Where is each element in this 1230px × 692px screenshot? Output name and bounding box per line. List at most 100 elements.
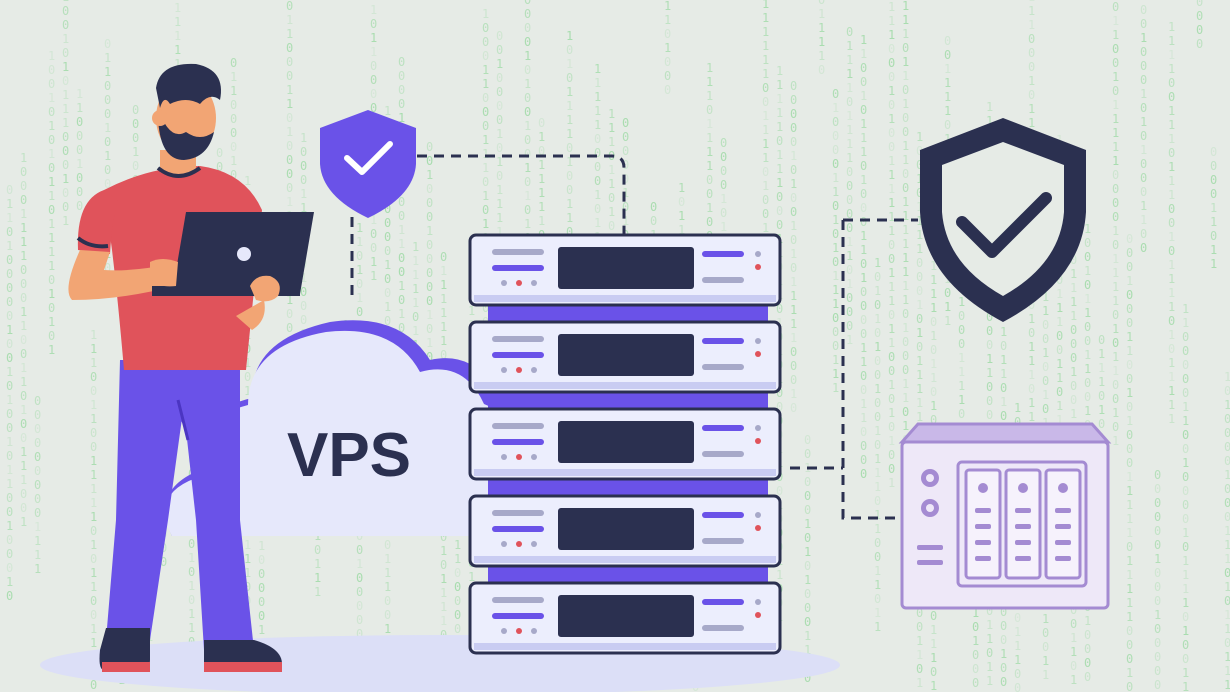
- matrix-glyph: 1: [90, 342, 97, 356]
- matrix-glyph: 0: [888, 56, 895, 70]
- matrix-glyph: 0: [440, 558, 447, 572]
- matrix-glyph: 0: [370, 59, 377, 73]
- person-illustration: [68, 63, 314, 672]
- matrix-glyph: 1: [916, 396, 923, 410]
- matrix-glyph: 1: [90, 636, 97, 650]
- matrix-glyph: 0: [916, 186, 923, 200]
- matrix-glyph: 1: [1014, 653, 1021, 667]
- matrix-glyph: 0: [258, 609, 265, 623]
- matrix-glyph: 1: [90, 482, 97, 496]
- matrix-glyph: 0: [776, 134, 783, 148]
- matrix-glyph: 0: [384, 286, 391, 300]
- matrix-glyph: 1: [888, 182, 895, 196]
- matrix-glyph: 1: [1056, 399, 1063, 413]
- matrix-glyph: 0: [398, 83, 405, 97]
- matrix-glyph: 1: [762, 25, 769, 39]
- matrix-glyph: 1: [48, 175, 55, 189]
- matrix-glyph: 0: [790, 107, 797, 121]
- matrix-glyph: 1: [20, 221, 27, 235]
- matrix-glyph: 0: [426, 196, 433, 210]
- matrix-glyph: 1: [916, 368, 923, 382]
- matrix-glyph: 1: [1210, 201, 1217, 215]
- matrix-glyph: 1: [1070, 673, 1077, 687]
- matrix-glyph: 0: [1182, 358, 1189, 372]
- matrix-glyph: 0: [972, 620, 979, 634]
- matrix-glyph: 1: [776, 92, 783, 106]
- matrix-glyph: 0: [440, 530, 447, 544]
- matrix-glyph: 1: [832, 101, 839, 115]
- matrix-glyph: 0: [874, 396, 881, 410]
- matrix-glyph: 1: [1224, 650, 1230, 664]
- matrix-glyph: 1: [524, 49, 531, 63]
- matrix-glyph: 1: [90, 328, 97, 342]
- matrix-glyph: 0: [76, 115, 83, 129]
- matrix-glyph: 1: [132, 145, 139, 159]
- matrix-glyph: 0: [258, 567, 265, 581]
- matrix-glyph: 1: [916, 354, 923, 368]
- matrix-glyph: 0: [916, 312, 923, 326]
- matrix-glyph: 0: [1126, 652, 1133, 666]
- matrix-glyph: 1: [930, 679, 937, 692]
- matrix-glyph: 1: [860, 47, 867, 61]
- matrix-glyph: 1: [370, 31, 377, 45]
- matrix-glyph: 1: [888, 280, 895, 294]
- matrix-glyph: 0: [1126, 456, 1133, 470]
- matrix-glyph: 0: [902, 167, 909, 181]
- matrix-glyph: 0: [6, 183, 13, 197]
- matrix-glyph: 1: [986, 114, 993, 128]
- matrix-glyph: 0: [790, 401, 797, 415]
- matrix-glyph: 1: [1182, 302, 1189, 316]
- matrix-glyph: 1: [244, 384, 251, 398]
- matrix-glyph: 0: [20, 417, 27, 431]
- matrix-glyph: 0: [6, 337, 13, 351]
- matrix-glyph: 0: [370, 17, 377, 31]
- security-shield-icon: [920, 118, 1086, 322]
- matrix-glyph: 0: [1224, 454, 1230, 468]
- matrix-glyph: 0: [496, 113, 503, 127]
- matrix-glyph: 1: [230, 70, 237, 84]
- matrix-glyph: 0: [286, 0, 293, 13]
- matrix-glyph: 1: [860, 145, 867, 159]
- matrix-glyph: 1: [1084, 222, 1091, 236]
- matrix-glyph: 1: [916, 410, 923, 424]
- matrix-glyph: 0: [1070, 323, 1077, 337]
- matrix-glyph: 0: [426, 322, 433, 336]
- matrix-glyph: 1: [244, 538, 251, 552]
- matrix-glyph: 0: [790, 345, 797, 359]
- matrix-glyph: 0: [790, 135, 797, 149]
- matrix-glyph: 0: [846, 263, 853, 277]
- matrix-glyph: 1: [1042, 388, 1049, 402]
- matrix-glyph: 0: [300, 299, 307, 313]
- matrix-glyph: 1: [90, 356, 97, 370]
- matrix-glyph: 1: [1210, 215, 1217, 229]
- matrix-glyph: 1: [608, 205, 615, 219]
- matrix-glyph: 1: [986, 352, 993, 366]
- matrix-glyph: 1: [1210, 257, 1217, 271]
- matrix-glyph: 1: [1182, 456, 1189, 470]
- matrix-glyph: 0: [34, 422, 41, 436]
- matrix-glyph: 0: [930, 315, 937, 329]
- matrix-glyph: 1: [300, 271, 307, 285]
- matrix-glyph: 1: [790, 275, 797, 289]
- matrix-glyph: 1: [496, 225, 503, 239]
- matrix-glyph: 1: [944, 76, 951, 90]
- matrix-glyph: 1: [1182, 666, 1189, 680]
- drive-bay: [964, 468, 1002, 580]
- matrix-glyph: 1: [1112, 252, 1119, 266]
- matrix-glyph: 1: [1112, 140, 1119, 154]
- matrix-glyph: 1: [790, 387, 797, 401]
- matrix-glyph: 1: [874, 382, 881, 396]
- matrix-glyph: 0: [384, 608, 391, 622]
- matrix-glyph: 1: [1112, 294, 1119, 308]
- matrix-glyph: 0: [1112, 56, 1119, 70]
- matrix-glyph: 0: [902, 335, 909, 349]
- matrix-glyph: 1: [888, 0, 895, 14]
- matrix-glyph: 0: [496, 29, 503, 43]
- matrix-glyph: 0: [888, 42, 895, 56]
- matrix-glyph: 1: [1112, 266, 1119, 280]
- matrix-glyph: 1: [664, 0, 671, 13]
- matrix-glyph: 0: [1000, 605, 1007, 619]
- matrix-glyph: 0: [1028, 326, 1035, 340]
- matrix-glyph: 1: [1028, 18, 1035, 32]
- matrix-glyph: 1: [916, 326, 923, 340]
